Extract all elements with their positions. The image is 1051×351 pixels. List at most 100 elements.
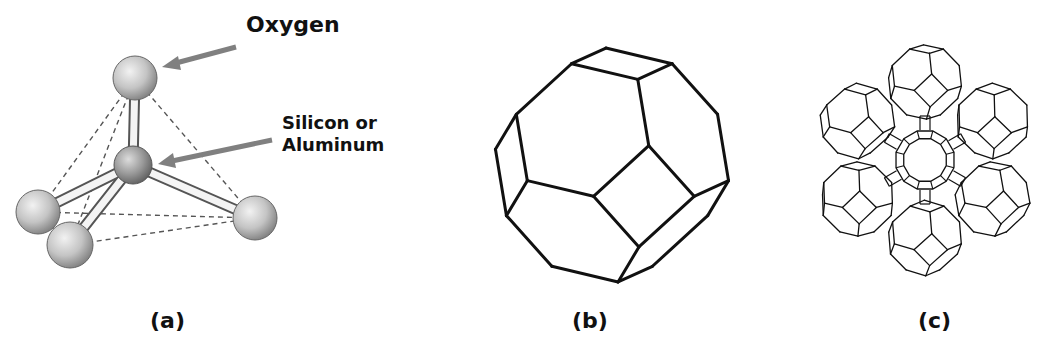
cage-edge: [708, 181, 729, 216]
cage-edge: [959, 66, 961, 87]
cage-edges: [955, 162, 1030, 236]
leader-arrow: [158, 140, 272, 168]
cage-edge: [672, 64, 717, 115]
cage-edge: [841, 166, 859, 170]
cage-edge: [874, 215, 891, 231]
ring-spoke: [896, 152, 904, 154]
cage-edges: [823, 162, 893, 236]
ring-spoke: [904, 176, 910, 182]
oxygen-atom: [113, 56, 157, 100]
cage-edge: [827, 105, 830, 127]
prism-edge: [920, 203, 930, 204]
cage-edge: [1000, 170, 1004, 191]
cage-edge: [889, 66, 893, 78]
cage-edge: [979, 162, 990, 166]
ring-spoke: [896, 166, 904, 168]
cage-edge: [957, 244, 961, 254]
supercage-ring: [896, 131, 954, 189]
cage-edge: [959, 215, 974, 231]
cage-edge: [1004, 191, 1019, 207]
prism-edge: [920, 115, 930, 116]
cage-edge: [824, 203, 842, 207]
cage-edge: [924, 200, 944, 206]
prism-edge: [948, 134, 960, 141]
cage-edge: [618, 266, 652, 282]
prism-edge: [884, 171, 896, 178]
ring-outline: [896, 131, 954, 189]
cage-edge: [926, 270, 940, 276]
cage-edge: [858, 224, 859, 236]
cage-edge: [506, 181, 527, 216]
ring-spokes: [896, 131, 954, 189]
ring-outline: [904, 139, 947, 182]
cage-edge: [594, 146, 649, 197]
cage-edge: [891, 203, 892, 215]
cage-edge: [572, 48, 606, 64]
leader-arrow: [162, 47, 236, 70]
panel-label: (a): [150, 308, 185, 334]
cage-edge: [718, 114, 729, 180]
cage-edge: [924, 45, 944, 49]
cage-edge: [993, 153, 1009, 159]
cage-edge: [889, 78, 891, 99]
cage-edge: [994, 95, 996, 117]
cage-edge: [977, 117, 994, 133]
prism-edge: [889, 134, 901, 141]
cage-edge: [506, 216, 551, 267]
cage-edge: [639, 196, 694, 247]
cage-edge: [851, 117, 869, 133]
cage-edge: [869, 117, 884, 133]
cage-edge: [910, 206, 930, 212]
cage-edge: [994, 89, 1010, 95]
cage-edge: [891, 98, 907, 114]
atom-label: Silicon or Aluminum: [282, 112, 412, 155]
cage-edge: [914, 250, 930, 266]
cage-edge: [652, 216, 707, 267]
cage-edge: [948, 86, 962, 90]
cage-edge: [961, 183, 965, 204]
cage-edge: [1026, 183, 1030, 204]
cage-edge: [944, 206, 960, 222]
cage-edge: [1011, 127, 1027, 133]
cage-edge: [1026, 127, 1027, 137]
cage-edges: [889, 45, 962, 119]
cage-edge: [638, 64, 672, 80]
cage-edge: [894, 86, 914, 90]
cage-edge: [929, 49, 943, 53]
cage-edge: [975, 153, 993, 159]
ring-spoke: [904, 139, 910, 145]
cage-edge: [865, 133, 883, 149]
cage-edges: [820, 83, 894, 159]
cage-edge: [552, 266, 618, 282]
ring-spoke: [941, 176, 947, 182]
cage-edge: [1006, 215, 1023, 231]
cage-edge: [858, 170, 860, 191]
ring-spoke: [917, 131, 919, 139]
cage-edge: [856, 83, 877, 89]
cage-edge: [930, 90, 947, 106]
cage-edge: [860, 191, 877, 207]
cage-edge: [820, 105, 826, 115]
prism-edge: [919, 190, 920, 204]
oxygen-atom: [233, 196, 277, 240]
cage-edge: [932, 74, 948, 90]
ring-spoke: [931, 181, 933, 189]
cage-edge: [986, 191, 1003, 207]
cage-edge: [1011, 166, 1026, 182]
cage-edges: [889, 200, 962, 276]
cage-edge: [823, 183, 825, 204]
cage-edge: [838, 153, 859, 159]
atom-label: Oxygen: [246, 12, 340, 38]
prism-edge: [889, 179, 901, 186]
cage-edge: [914, 234, 932, 250]
cage-edge: [930, 206, 944, 212]
ring-spoke: [941, 139, 947, 145]
cage-edge: [594, 196, 639, 247]
cage-edge: [986, 207, 1001, 223]
cage-edge: [958, 105, 960, 127]
prism-edge: [884, 142, 896, 149]
prism-edge: [929, 116, 930, 130]
cage-edge: [823, 137, 838, 153]
cage-edge: [830, 127, 851, 133]
